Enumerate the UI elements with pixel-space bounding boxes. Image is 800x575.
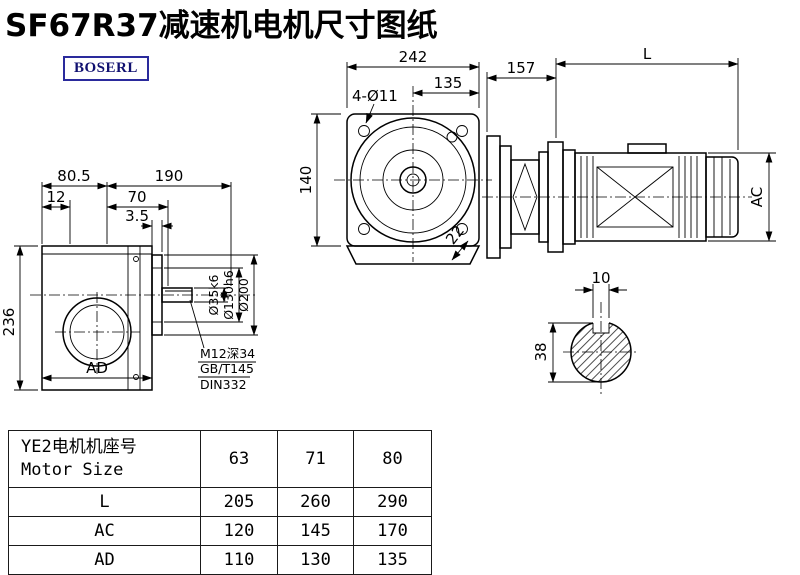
keyway: [592, 323, 610, 334]
dim-236-label: 236: [0, 308, 18, 337]
motor-size-header-cell: YE2电机机座号 Motor Size: [8, 430, 201, 488]
dim-shaft-dia-label: Ø35k6: [206, 274, 221, 315]
dim-242-label: 242: [399, 48, 428, 66]
stator-core: [596, 166, 674, 228]
dim-157-label: 157: [507, 59, 536, 77]
dim-flange-dia-label: Ø200: [236, 278, 251, 312]
dim-10-label: 10: [591, 269, 610, 287]
motor-size-value: 71: [277, 430, 354, 488]
shaft-section-view: 10 38: [532, 269, 639, 394]
cell-value: 145: [277, 516, 354, 546]
dim-spigot-dia-label: Ø130h6: [221, 270, 236, 320]
dim-80-5-label: 80.5: [57, 167, 90, 185]
dim-3-5-label: 3.5: [125, 207, 149, 225]
dim-135-label: 135: [434, 74, 463, 92]
flange-bolt-dot: [133, 256, 139, 262]
cell-value: 110: [200, 545, 278, 575]
bolt-hole: [358, 223, 370, 235]
page-title: SF67R37减速机电机尺寸图纸: [5, 8, 438, 44]
motor-side-view: 157 L AC: [482, 45, 776, 259]
motor-size-table: YE2电机机座号 Motor Size 63 71 80 L 205 260 2…: [8, 430, 432, 575]
dim-12-label: 12: [46, 188, 65, 206]
motor-size-value: 80: [353, 430, 432, 488]
bolt-hole: [358, 125, 370, 137]
table-row-L: L 205 260 290: [8, 487, 432, 517]
flange-bolt-dot: [133, 374, 139, 380]
row-label: L: [8, 487, 201, 517]
dim-190-label: 190: [155, 167, 184, 185]
bolt-hole: [456, 125, 468, 137]
fan-cover: [705, 156, 739, 238]
row-label: AC: [8, 516, 201, 546]
terminal-box: [627, 143, 667, 154]
cell-value: 120: [200, 516, 278, 546]
gearbox-front-view: 242 135 4-Ø11 140 22: [297, 48, 492, 265]
dim-38-label: 38: [532, 342, 550, 361]
technical-drawing: 80.5 190 12 70 3.5 236 AD Ø35k6 Ø: [0, 45, 776, 394]
table-row-AD: AD 110 130 135: [8, 545, 432, 575]
cell-value: 130: [277, 545, 354, 575]
cell-value: 290: [353, 487, 432, 517]
dim-L-label: L: [643, 45, 652, 63]
motor-size-value: 63: [200, 430, 278, 488]
cell-value: 135: [353, 545, 432, 575]
gearbox-side-view: 80.5 190 12 70 3.5 236 AD Ø35k6 Ø: [0, 167, 258, 392]
housing-base: [345, 245, 481, 265]
dim-ad-label: AD: [86, 359, 108, 377]
note-thread-label: M12深34: [200, 346, 255, 361]
dim-AC-label: AC: [748, 187, 766, 207]
table-row-AC: AC 120 145 170: [8, 516, 432, 546]
note-din-label: DIN332: [200, 377, 247, 392]
motor-size-label-cn: YE2电机机座号: [21, 437, 137, 458]
dim-22-label: 22: [442, 222, 468, 248]
row-label: AD: [8, 545, 201, 575]
dim-140-label: 140: [297, 166, 315, 195]
cell-value: 260: [277, 487, 354, 517]
plug-hole: [446, 131, 458, 143]
cell-value: 205: [200, 487, 278, 517]
bolt-hole: [456, 223, 468, 235]
table-header-row: YE2电机机座号 Motor Size 63 71 80: [8, 430, 432, 488]
cell-value: 170: [353, 516, 432, 546]
note-gb-label: GB/T145: [200, 361, 254, 376]
brand-logo: BOSERL: [63, 56, 149, 81]
coupling-diamond: [512, 162, 538, 232]
dim-bolt-holes-label: 4-Ø11: [352, 87, 398, 105]
motor-size-label-en: Motor Size: [21, 460, 124, 480]
dim-70-label: 70: [127, 188, 146, 206]
